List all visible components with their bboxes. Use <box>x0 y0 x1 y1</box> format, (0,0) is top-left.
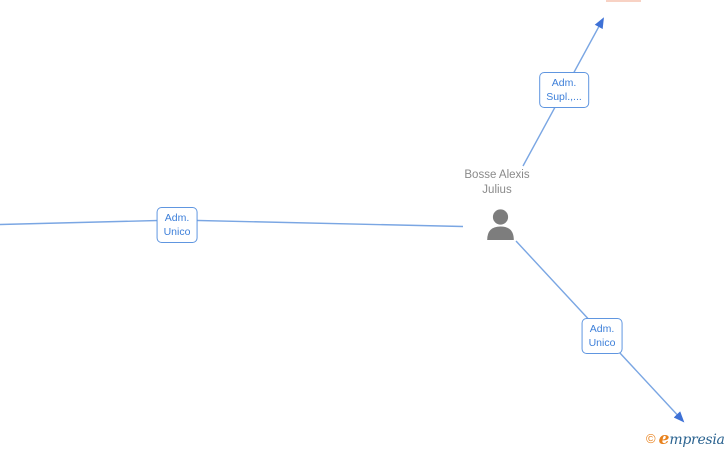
edge-label-adm-unico-bottom[interactable]: Adm. Unico <box>581 318 623 354</box>
person-name: Bosse Alexis Julius <box>464 169 530 196</box>
brand-name: mpresia <box>669 432 725 448</box>
edge-adm-unico-left <box>0 219 464 228</box>
empresia-watermark[interactable]: ©empresia <box>646 429 728 449</box>
offscreen-node-fragment <box>606 0 641 2</box>
brand-initial: e <box>658 429 670 449</box>
edge-label-adm-unico-left[interactable]: Adm. Unico <box>156 207 198 243</box>
edge-label-adm-supl[interactable]: Adm. Supl.,... <box>539 72 589 108</box>
person-icon[interactable] <box>486 209 515 240</box>
copyright-icon: © <box>646 431 656 446</box>
